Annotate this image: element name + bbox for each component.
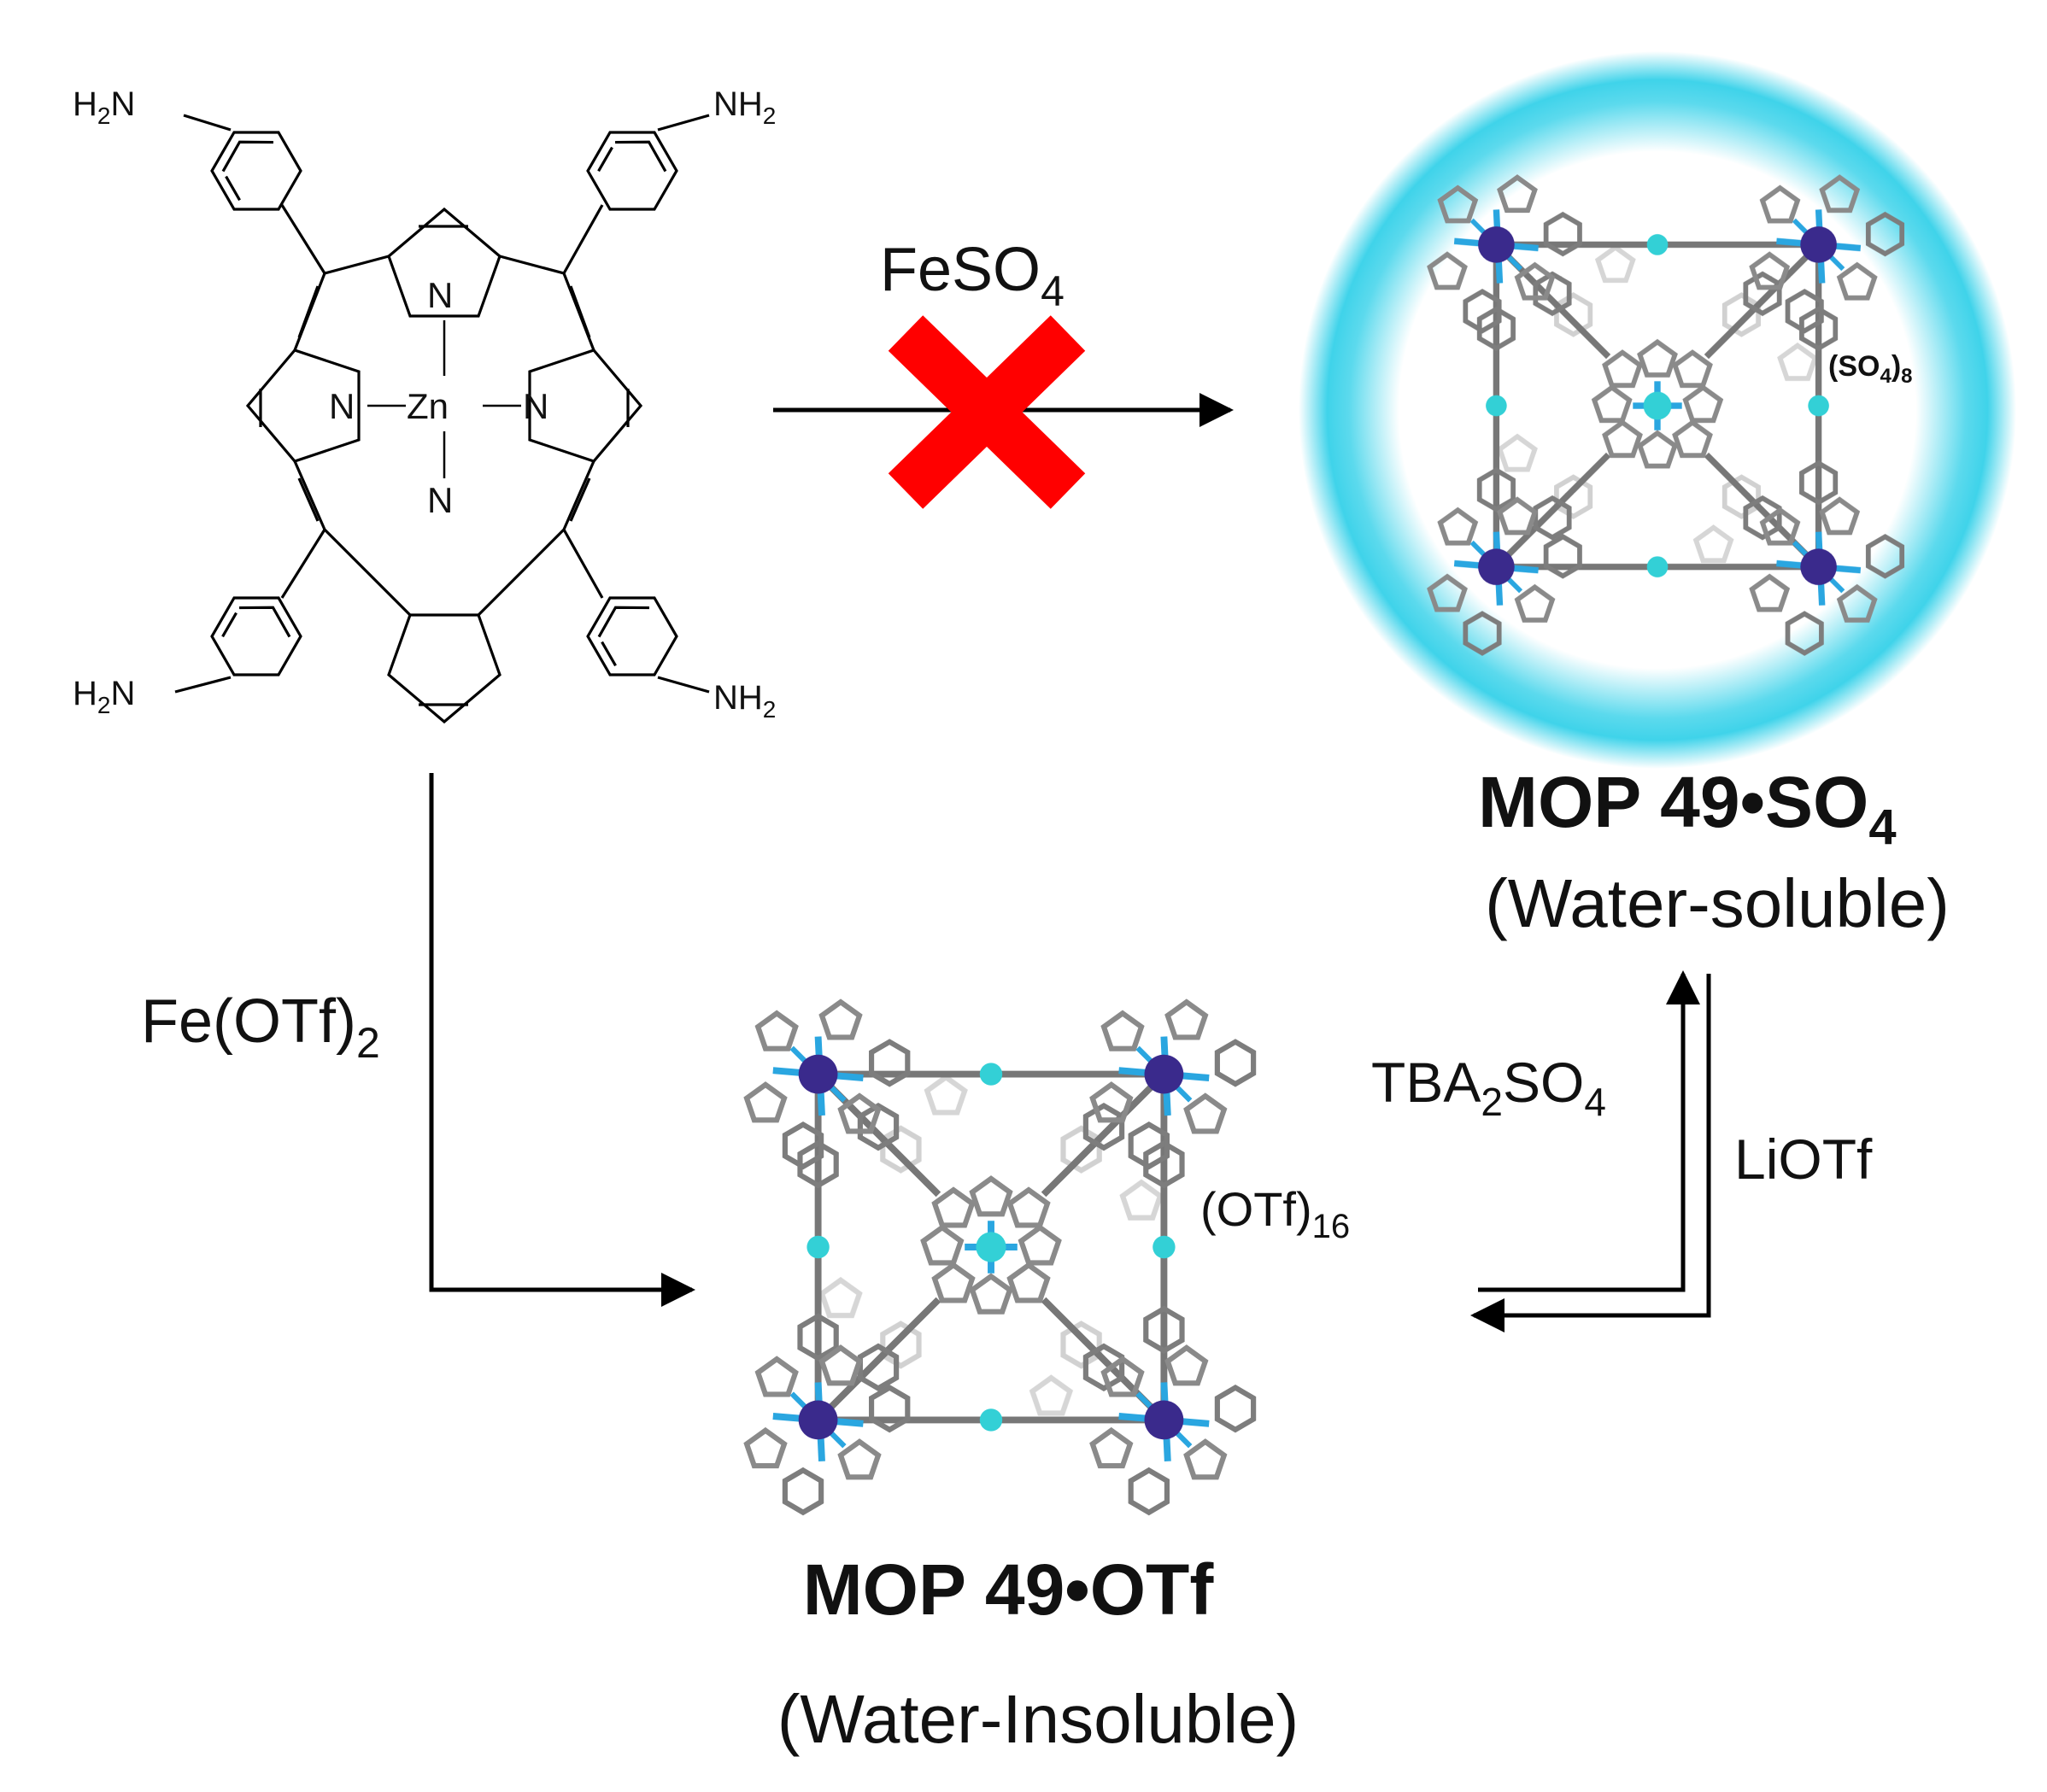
zn-atom-label: Zn (407, 386, 449, 426)
n-atom-left: N (329, 386, 355, 426)
solubility-label-sulfate: (Water-soluble) (1485, 865, 1950, 941)
n-atom-right: N (523, 386, 548, 426)
n-atom-top: N (427, 275, 453, 315)
cage-triflate-structure (747, 1002, 1253, 1513)
aryl-ring-tl (199, 111, 314, 231)
blocked-x-icon (888, 315, 1086, 509)
aryl-ring-bl (199, 577, 314, 696)
reagent-liotf: LiOTf (1734, 1127, 1873, 1191)
amine-label-bl: H2N (73, 675, 135, 718)
product-name-triflate: MOP 49•OTf (803, 1549, 1215, 1630)
anion-exchange-arrow-down (1470, 974, 1711, 1332)
amine-label-br: NH2 (713, 679, 776, 723)
n-atom-bottom: N (427, 480, 453, 520)
amine-label-tr: NH2 (713, 85, 776, 129)
sulfate-anion-label: (SO4)8 (1828, 350, 1913, 388)
reagent-feso4: FeSO4 (880, 236, 1065, 315)
amine-label-tl: H2N (73, 85, 135, 129)
product-name-sulfate: MOP 49•SO4 (1478, 762, 1897, 855)
aryl-ring-br (575, 577, 689, 696)
reagent-fe-otf2: Fe(OTf)2 (141, 987, 380, 1067)
triflate-anion-label: (OTf)16 (1200, 1182, 1350, 1245)
anion-exchange-arrow-up (1478, 970, 1700, 1292)
aryl-ring-tr (575, 111, 689, 231)
solubility-label-triflate: (Water-Insoluble) (777, 1681, 1299, 1757)
reaction-arrow-left (429, 773, 695, 1307)
zinc-porphyrin-structure (245, 204, 643, 724)
reagent-tba2so4: TBA2SO4 (1371, 1051, 1606, 1124)
